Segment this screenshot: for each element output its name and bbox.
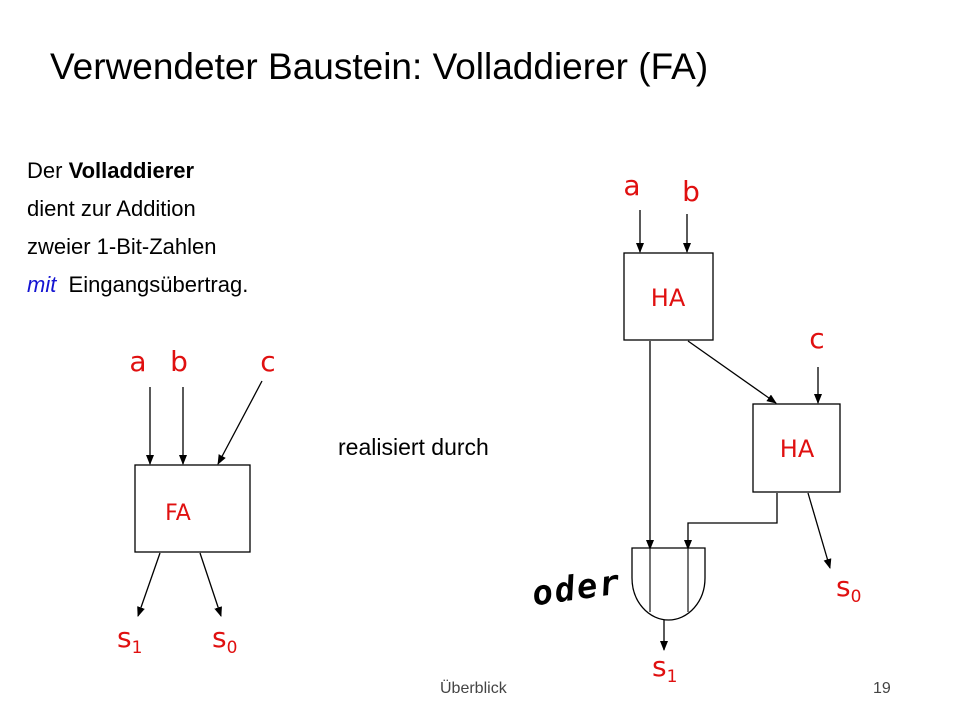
ha-wire-carry-2 xyxy=(684,493,778,550)
or-gate xyxy=(631,547,706,621)
fa-wire-c xyxy=(217,380,263,465)
ha-block-1 xyxy=(623,252,714,341)
fa-block xyxy=(134,464,251,553)
ha-block-1-label: HA xyxy=(651,284,686,312)
intro-text: Der Volladdierer dient zur Addition zwei… xyxy=(27,152,248,304)
fa-wire-s0 xyxy=(199,552,222,617)
ha-input-c-label: c xyxy=(809,322,824,355)
page-number: 19 xyxy=(873,680,891,697)
fa-block-label: FA xyxy=(165,501,191,526)
fa-input-b-label: b xyxy=(170,345,188,378)
ha-block-2 xyxy=(752,403,841,493)
ha-input-b-label: b xyxy=(682,175,700,208)
slide-title: Verwendeter Baustein: Volladdierer (FA) xyxy=(50,46,709,87)
ha-wire-sum-to-ha2 xyxy=(687,340,777,404)
intro-italic-mit: mit xyxy=(27,272,57,297)
realisiert-durch-text: realisiert durch xyxy=(338,434,489,460)
ha-wire-s0 xyxy=(807,492,832,569)
intro-line-2: dient zur Addition xyxy=(27,196,196,221)
oder-annotation: oder xyxy=(530,562,625,614)
intro-line-1: Der Volladdierer xyxy=(27,158,195,183)
fa-output-s1-label: s1 xyxy=(117,621,142,658)
fa-input-a-label: a xyxy=(129,345,146,378)
intro-bold-term: Volladdierer xyxy=(68,158,195,183)
ha-input-a-label: a xyxy=(623,169,640,202)
footer-label: Überblick xyxy=(440,680,507,697)
fa-wire-s1 xyxy=(137,552,161,617)
intro-line-3: zweier 1-Bit-Zahlen xyxy=(27,234,217,259)
intro-line-4: mit Eingangsübertrag. xyxy=(27,272,249,297)
fa-output-s0-label: s0 xyxy=(212,621,237,658)
fa-input-c-label: c xyxy=(260,345,275,378)
ha-output-s0-label: s0 xyxy=(836,570,861,607)
ha-output-s1-label: s1 xyxy=(652,650,677,687)
ha-block-2-label: HA xyxy=(780,435,815,463)
fa-diagram: a b c FA s1 s0 xyxy=(117,345,276,658)
ha-diagram: a b HA c HA s0 s1 xyxy=(623,169,861,687)
